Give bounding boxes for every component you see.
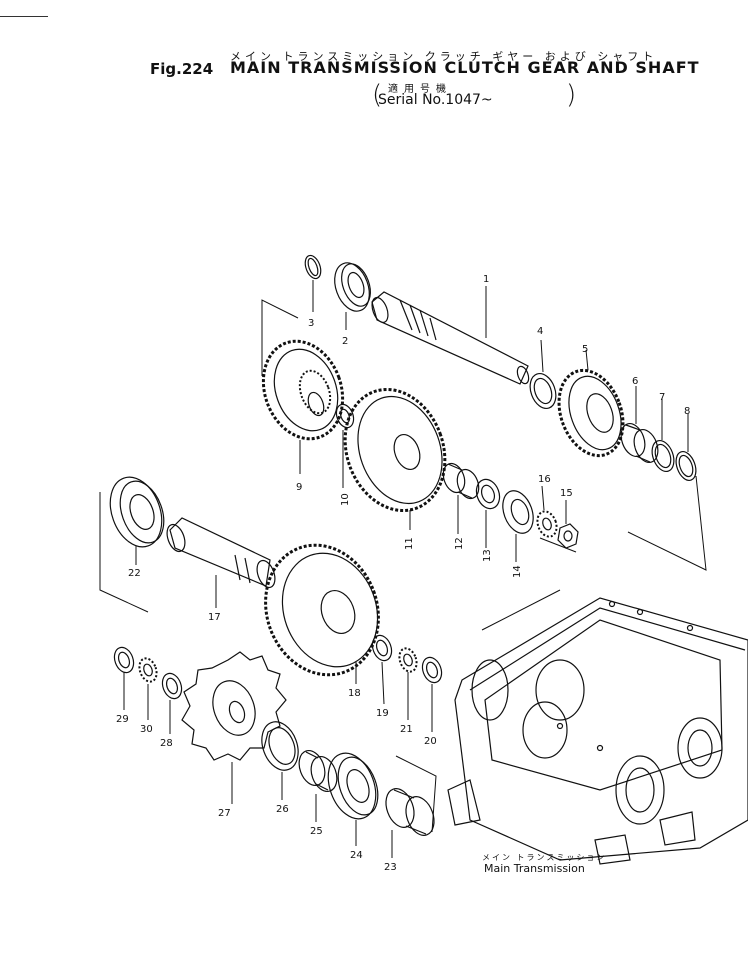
corner-rule — [0, 16, 48, 17]
callout-26: 26 — [276, 804, 289, 815]
part-12-bushing — [442, 462, 480, 500]
callout-10: 10 — [340, 493, 351, 506]
part-8-snap-ring — [675, 450, 697, 482]
part-23-bushing — [385, 788, 435, 836]
part-5-gear — [557, 368, 625, 458]
callout-24: 24 — [350, 850, 363, 861]
callout-16: 16 — [538, 474, 551, 485]
part-17-shaft — [166, 517, 276, 589]
part-24-bearing — [327, 752, 379, 820]
callout-5: 5 — [582, 344, 588, 355]
part-4-seal — [529, 372, 557, 410]
serial-bracket-right: ) — [566, 80, 577, 110]
part-2-bearing — [334, 262, 371, 312]
part-15-nut — [557, 523, 579, 549]
title-japanese: メイン トランスミッション クラッチ ギヤー および シャフト — [230, 50, 658, 63]
callout-8: 8 — [684, 406, 690, 417]
leader-lines — [99, 280, 707, 858]
callout-19: 19 — [376, 708, 389, 719]
part-21-lock-washer — [398, 647, 418, 673]
part-18-gear — [264, 543, 380, 677]
callout-20: 20 — [424, 736, 437, 747]
part-30-lock-washer — [138, 657, 158, 683]
transmission-case — [447, 597, 748, 865]
callout-1: 1 — [483, 274, 489, 285]
callout-12: 12 — [454, 537, 465, 550]
part-16-lock-washer — [536, 510, 558, 538]
callout-9: 9 — [296, 482, 302, 493]
part-25-collar — [298, 749, 338, 793]
callout-25: 25 — [310, 826, 323, 837]
callout-28: 28 — [160, 738, 173, 749]
callout-6: 6 — [632, 376, 638, 387]
callout-21: 21 — [400, 724, 413, 735]
callout-27: 27 — [218, 808, 231, 819]
callout-15: 15 — [560, 488, 573, 499]
callout-2: 2 — [342, 336, 348, 347]
serial-number: Serial No.1047~ — [378, 92, 493, 108]
serial-bracket-left: ( — [372, 80, 383, 110]
title-english: MAIN TRANSMISSION CLUTCH GEAR AND SHAFT — [230, 58, 700, 77]
part-22-bearing — [109, 476, 165, 548]
callout-4: 4 — [537, 326, 543, 337]
callout-13: 13 — [482, 549, 493, 562]
callout-labels: 1 2 3 4 5 6 7 8 9 10 11 12 13 14 15 16 1… — [116, 274, 690, 873]
part-26-seal — [261, 721, 299, 771]
callout-23: 23 — [384, 862, 397, 873]
case-caption-japanese: メイン トランスミッション — [482, 853, 607, 862]
part-20-nut — [421, 656, 443, 684]
serial-japanese: 適用号機 — [388, 84, 452, 95]
part-27-sprocket — [181, 651, 287, 761]
part-13-ring — [475, 478, 501, 510]
callout-7: 7 — [659, 392, 665, 403]
callout-3: 3 — [308, 318, 314, 329]
callout-29: 29 — [116, 714, 129, 725]
case-caption-english: Main Transmission — [484, 862, 585, 875]
part-29-nut — [113, 646, 135, 674]
callout-14: 14 — [512, 565, 523, 578]
figure-number: Fig.224 — [150, 60, 214, 78]
part-19-washer — [371, 634, 393, 662]
callout-30: 30 — [140, 724, 153, 735]
callout-22: 22 — [128, 568, 141, 579]
callout-18: 18 — [348, 688, 361, 699]
part-3-snap-ring — [304, 254, 322, 280]
part-14-bearing — [502, 490, 534, 534]
callout-17: 17 — [208, 612, 221, 623]
part-7-ring — [651, 439, 675, 473]
part-1-shaft — [371, 291, 530, 385]
part-28-washer — [161, 672, 183, 700]
part-9-gear — [261, 339, 345, 441]
callout-11: 11 — [404, 537, 415, 550]
part-11-gear — [343, 387, 447, 513]
